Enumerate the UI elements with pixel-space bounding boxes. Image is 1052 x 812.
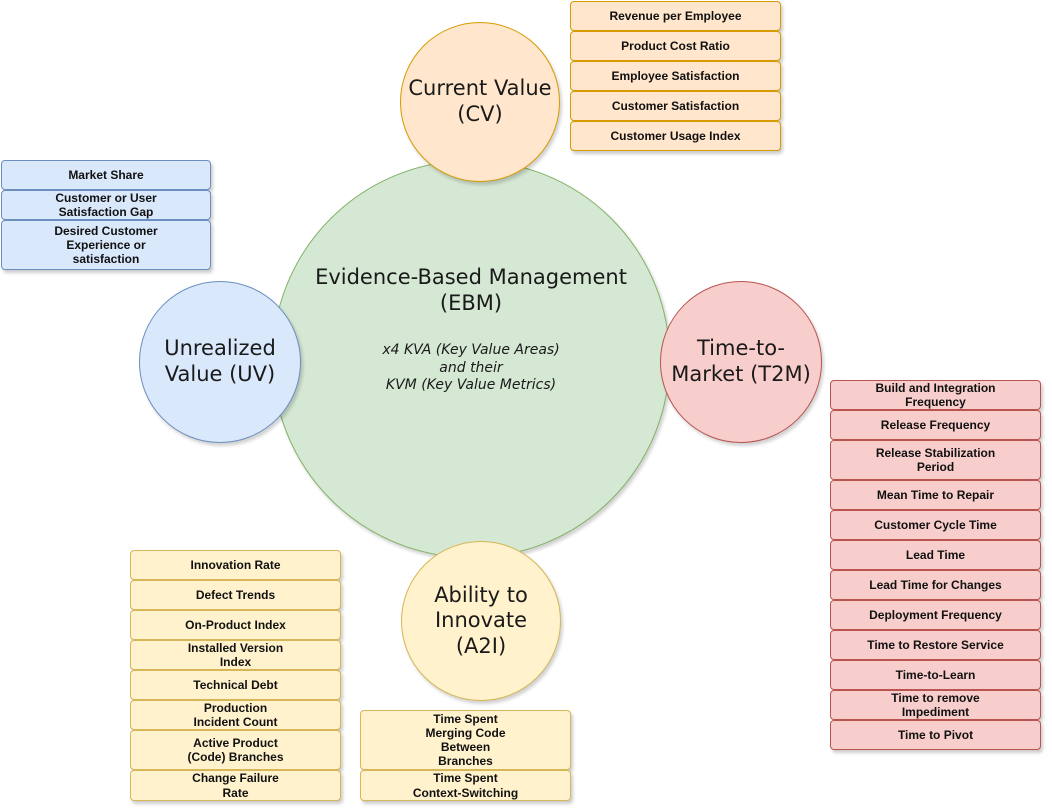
metric-box-uv: Customer or User Satisfaction Gap — [1, 190, 211, 220]
time-to-market-circle: Time-to- Market (T2M) — [660, 281, 822, 443]
metric-box-t2m: Customer Cycle Time — [830, 510, 1041, 540]
metric-box-a2i: Technical Debt — [130, 670, 341, 700]
time-to-market-label: Time-to- Market (T2M) — [671, 336, 811, 386]
metric-box-a2i: Production Incident Count — [130, 700, 341, 730]
metric-box-cv: Customer Satisfaction — [570, 91, 781, 121]
metric-box-t2m: Time to Restore Service — [830, 630, 1041, 660]
current-value-label: Current Value (CV) — [408, 76, 552, 126]
metric-box-t2m: Release Frequency — [830, 410, 1041, 440]
metric-box-uv: Desired Customer Experience or satisfact… — [1, 220, 211, 270]
unrealized-value-circle: Unrealized Value (UV) — [139, 281, 301, 443]
metric-box-a2i: Defect Trends — [130, 580, 341, 610]
metric-box-t2m: Time to remove Impediment — [830, 690, 1041, 720]
unrealized-value-label: Unrealized Value (UV) — [164, 336, 276, 386]
metric-box-a2i: Time Spent Context-Switching — [360, 770, 571, 801]
metric-box-t2m: Lead Time for Changes — [830, 570, 1041, 600]
metric-box-t2m: Lead Time — [830, 540, 1041, 570]
metric-box-a2i: Change Failure Rate — [130, 770, 341, 801]
ebm-subtitle: x4 KVA (Key Value Areas) and their KVM (… — [382, 342, 560, 394]
metric-box-cv: Customer Usage Index — [570, 121, 781, 151]
ebm-circle: Evidence-Based Management (EBM) x4 KVA (… — [272, 160, 670, 558]
metric-box-t2m: Release Stabilization Period — [830, 440, 1041, 480]
metric-box-t2m: Mean Time to Repair — [830, 480, 1041, 510]
metric-box-cv: Product Cost Ratio — [570, 31, 781, 61]
ability-to-innovate-circle: Ability to Innovate (A2I) — [401, 541, 561, 701]
metric-box-cv: Employee Satisfaction — [570, 61, 781, 91]
metric-box-a2i: On-Product Index — [130, 610, 341, 640]
ability-to-innovate-label: Ability to Innovate (A2I) — [434, 582, 528, 658]
metric-box-a2i: Installed Version Index — [130, 640, 341, 670]
metric-box-uv: Market Share — [1, 160, 211, 190]
metric-box-t2m: Time-to-Learn — [830, 660, 1041, 690]
metric-box-t2m: Build and Integration Frequency — [830, 380, 1041, 410]
metric-box-cv: Revenue per Employee — [570, 1, 781, 31]
current-value-circle: Current Value (CV) — [400, 22, 560, 182]
ebm-title: Evidence-Based Management (EBM) — [315, 265, 627, 315]
metric-box-t2m: Deployment Frequency — [830, 600, 1041, 630]
metric-box-t2m: Time to Pivot — [830, 720, 1041, 750]
metric-box-a2i: Active Product (Code) Branches — [130, 730, 341, 770]
metric-box-a2i: Time Spent Merging Code Between Branches — [360, 710, 571, 770]
metric-box-a2i: Innovation Rate — [130, 550, 341, 580]
